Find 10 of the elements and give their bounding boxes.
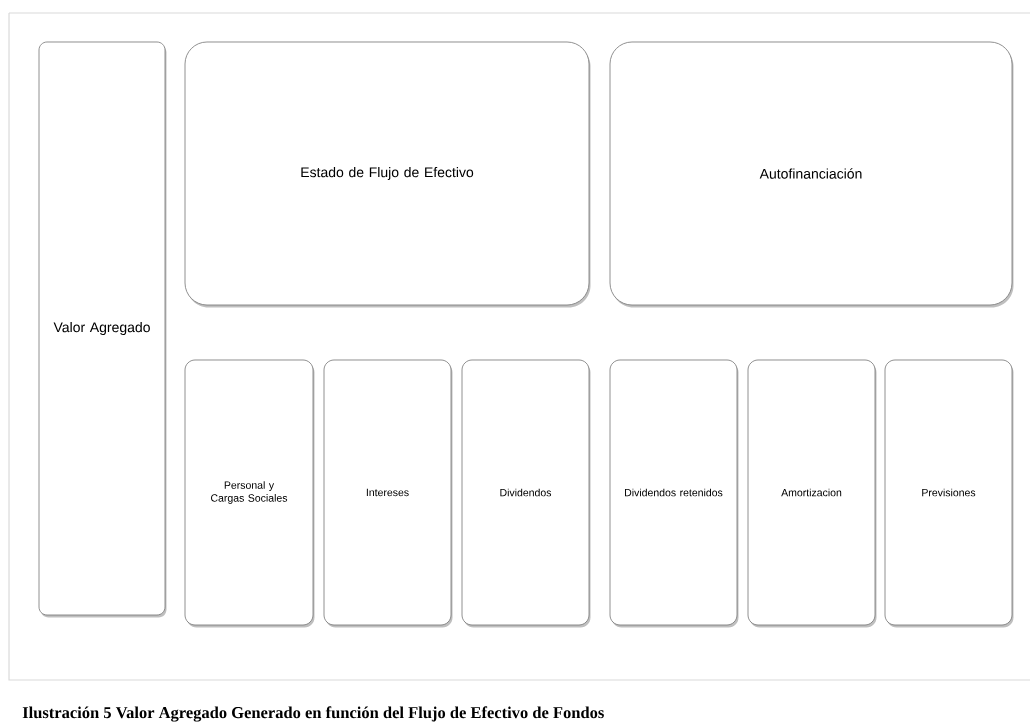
caption: Ilustración 5 Valor Agregado Generado en función del Flujo de Efectivo de Fondos bbox=[22, 706, 604, 722]
item-box: Personal y Cargas Sociales bbox=[184, 359, 315, 628]
item-box: Previsiones bbox=[884, 359, 1014, 628]
item-box: Intereses bbox=[323, 359, 453, 628]
side-box: Valor Agregado bbox=[38, 41, 167, 618]
item-box: Dividendos retenidos bbox=[609, 359, 739, 628]
item-box: Dividendos bbox=[461, 359, 591, 628]
header-box: Estado de Flujo de Efectivo bbox=[184, 41, 591, 308]
item-box: Amortizacion bbox=[747, 359, 877, 628]
header-box: Autofinanciación bbox=[609, 41, 1014, 308]
